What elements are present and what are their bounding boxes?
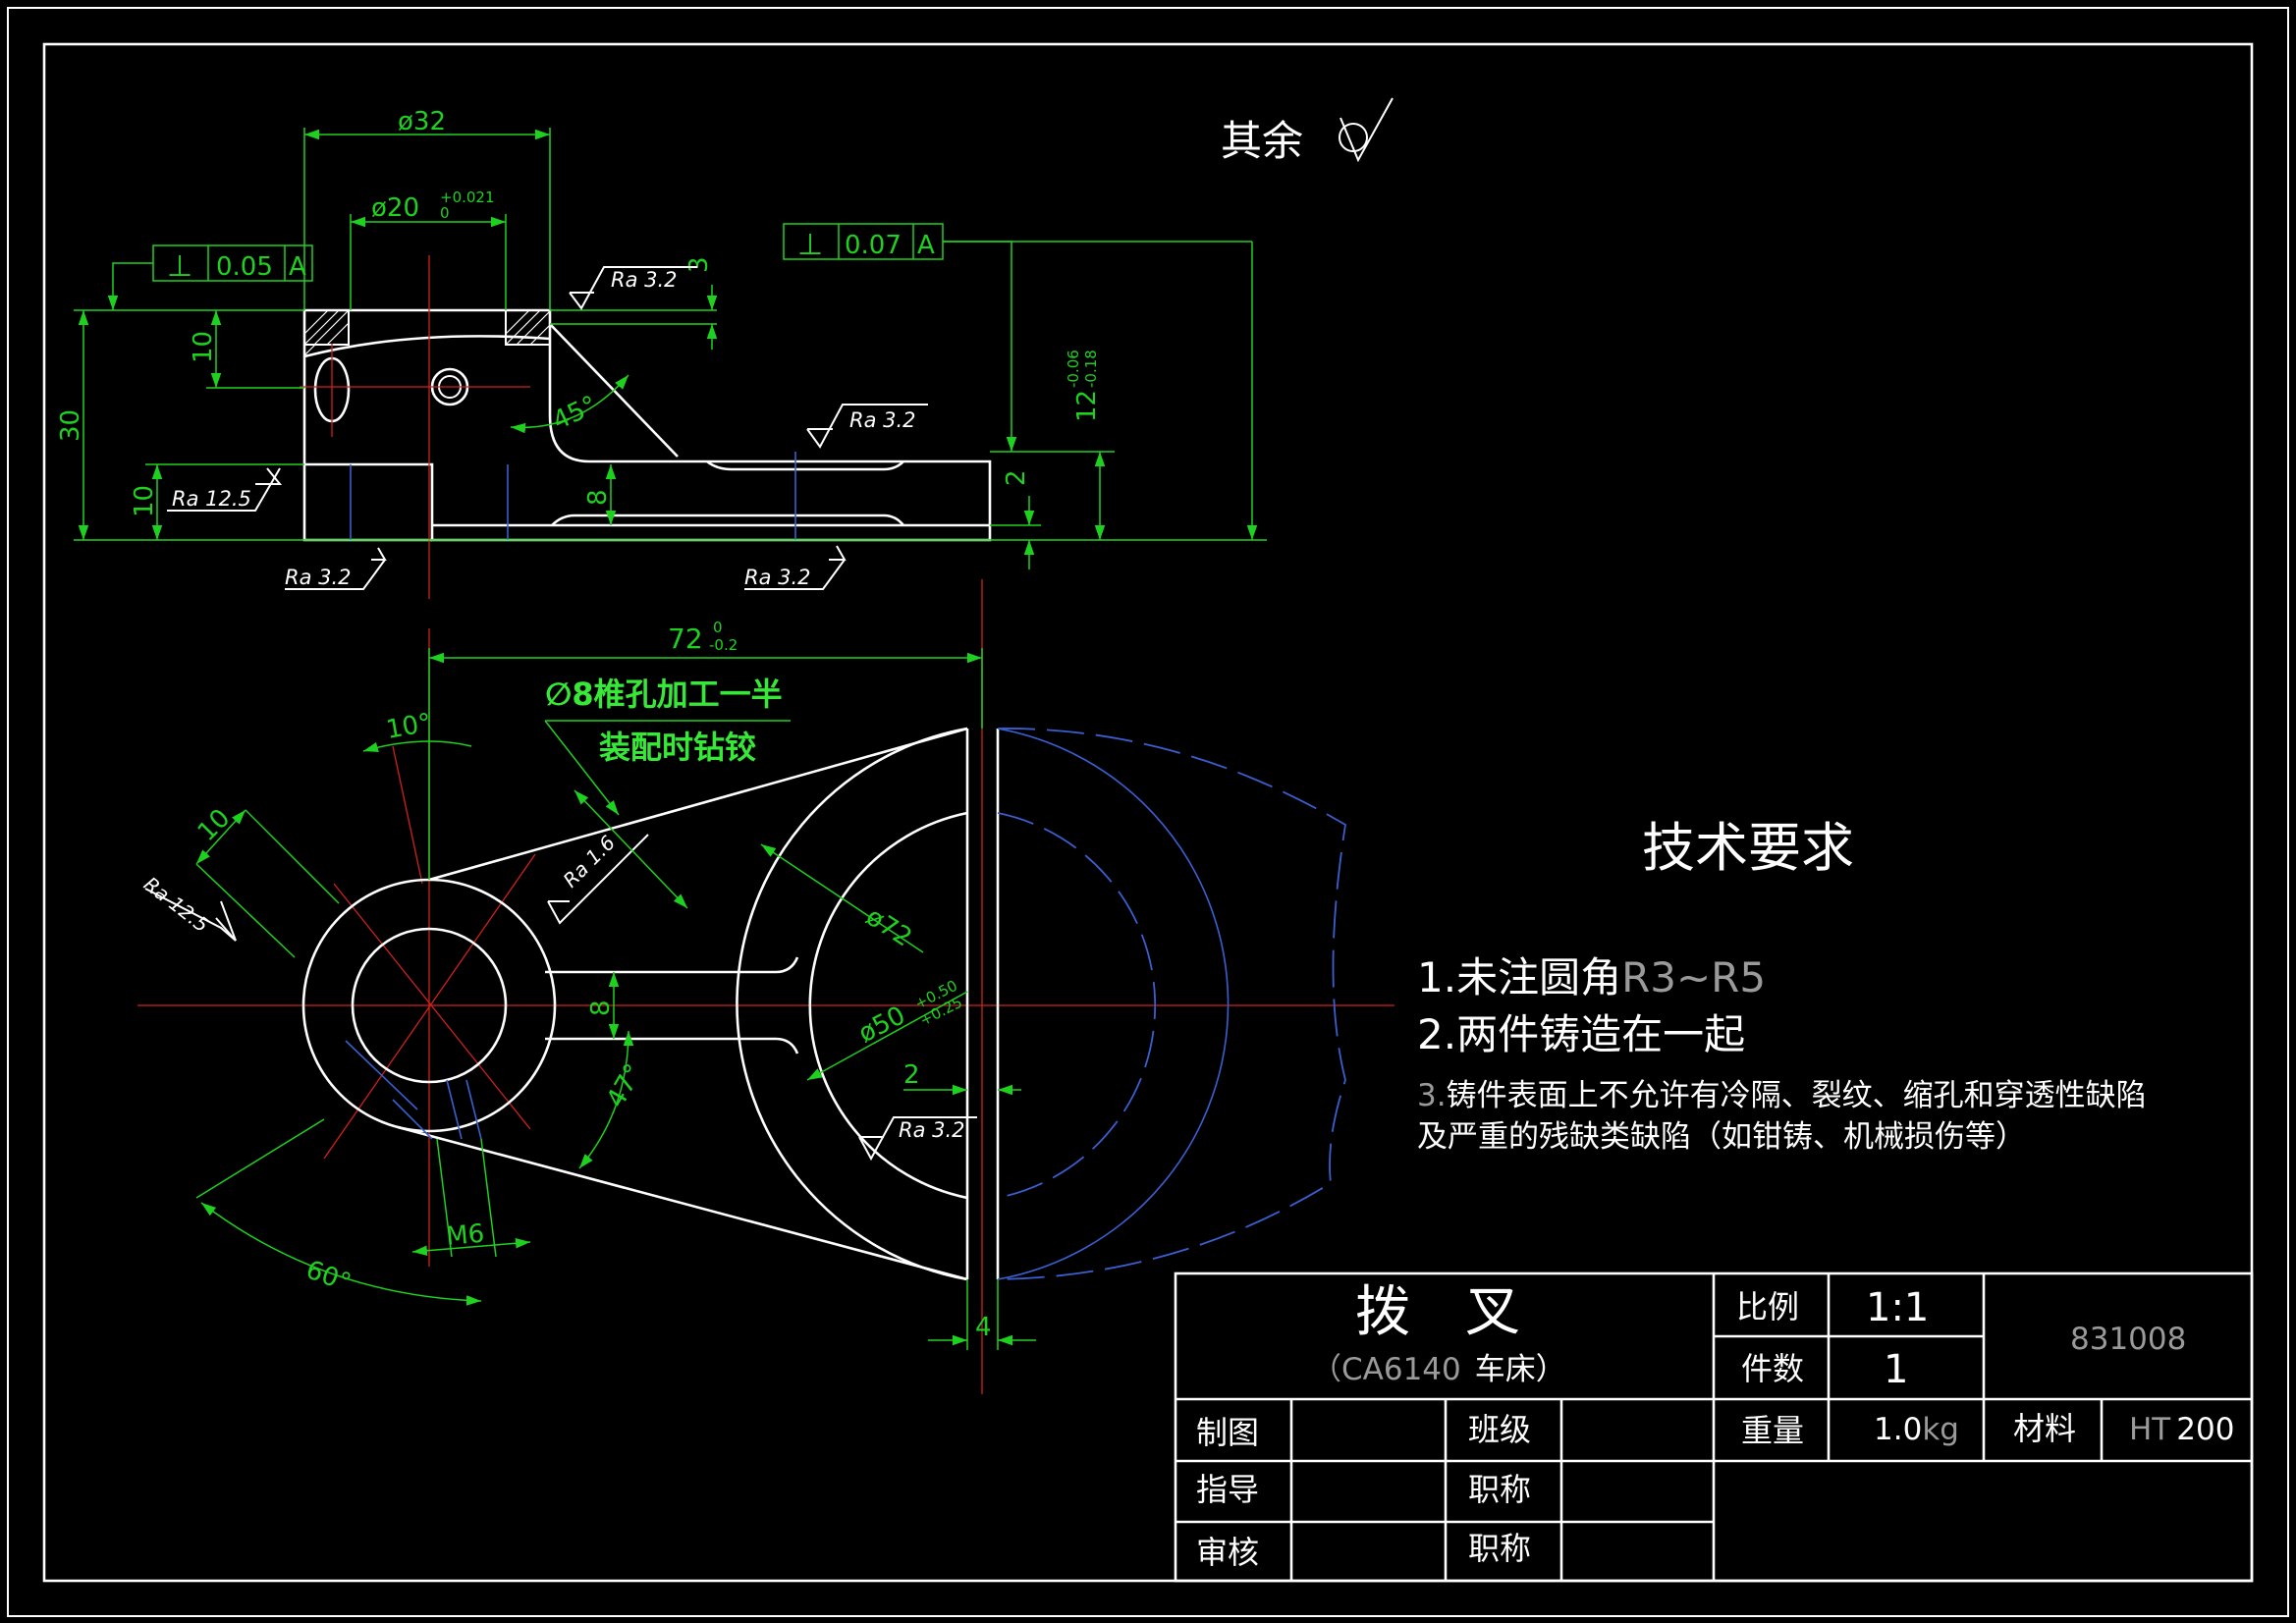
job-title-label-1: 职称 <box>1468 1471 1531 1508</box>
dim-len72-tol-lower: -0.2 <box>709 636 738 654</box>
material-prefix: HT <box>2129 1412 2171 1447</box>
top-view: ø32 ø20 +0.021 0 ⊥ 0.05 A ⊥ 0.07 A <box>56 107 1267 599</box>
material-label: 材料 <box>2013 1410 2076 1447</box>
surface-note: 其余 <box>1221 97 1394 165</box>
tech-requirements: 技术要求 1.未注圆角R3~R5 2.两件铸造在一起 3.铸件表面上不允许有冷隔… <box>1417 817 2147 1155</box>
dim-d10: 10 <box>192 803 237 847</box>
weight-num: 1.0 <box>1874 1412 1922 1447</box>
scale-label: 比例 <box>1736 1288 1799 1325</box>
tol-frame-2-symbol: ⊥ <box>797 228 823 262</box>
outer-border <box>7 7 2289 1617</box>
dim-h8: 8 <box>583 489 613 506</box>
roughness-front-3-label: Ra 3.2 <box>899 1118 965 1142</box>
weight-value: 1.0kg <box>1874 1412 1959 1447</box>
dim-h30: 30 <box>56 409 85 442</box>
roughness-top-3: Ra 12.5 <box>167 467 283 512</box>
dim-ang47: 47° <box>601 1059 649 1113</box>
roughness-front-1-label: Ra 12.5 <box>139 872 213 937</box>
dim-d72: ø72 <box>860 902 916 953</box>
dim-d20-tol-lower: 0 <box>440 204 450 222</box>
qty-label: 件数 <box>1741 1350 1804 1387</box>
tech-req-item3-line2: 及严重的残缺类缺陷（如钳铸、机械损伤等） <box>1417 1119 2026 1155</box>
dim-ang60: 60° <box>302 1255 355 1298</box>
roughness-top-4-label: Ra 3.2 <box>285 566 352 589</box>
dim-h12-tol-lower: -0.18 <box>1082 350 1100 388</box>
weight-label: 重量 <box>1741 1412 1804 1449</box>
dim-d20: ø20 <box>371 193 419 223</box>
roughness-top-2-label: Ra 3.2 <box>849 408 916 432</box>
tolerance-frame-1: ⊥ 0.05 A <box>107 244 313 310</box>
title-part-name: 拨 叉 <box>1355 1280 1520 1344</box>
guide-label: 指导 <box>1196 1471 1259 1508</box>
dim-d32: ø32 <box>398 107 446 136</box>
title-machine-open: （CA6140 <box>1311 1352 1461 1387</box>
roughness-top-2: Ra 3.2 <box>806 404 928 449</box>
tol-frame-1-datum: A <box>289 252 306 282</box>
tol-frame-2-value: 0.07 <box>845 231 902 260</box>
scale-value: 1:1 <box>1866 1285 1929 1330</box>
roughness-top-5: Ra 3.2 <box>744 545 847 590</box>
dim-ang10: 10° <box>384 708 434 745</box>
tech-req-item3-text: 铸件表面上不允许有冷隔、裂纹、缩孔和穿透性缺陷 <box>1447 1078 2147 1113</box>
review-label: 审核 <box>1196 1534 1259 1571</box>
tech-req-item1-prefix: 1.未注圆角 <box>1417 953 1621 1001</box>
title-machine-close: 车床） <box>1475 1352 1566 1387</box>
drawn-label: 制图 <box>1196 1414 1259 1451</box>
roughness-front-1: Ra 12.5 <box>139 872 237 942</box>
dim-h3: 3 <box>684 256 714 273</box>
tech-req-title: 技术要求 <box>1642 817 1854 879</box>
roughness-front-3: Ra 3.2 <box>858 1116 977 1162</box>
tol-frame-1-symbol: ⊥ <box>167 249 192 284</box>
front-note-line2: 装配时钻铰 <box>599 729 756 766</box>
dim-h10a: 10 <box>189 331 218 363</box>
dim-h12: 12 <box>1072 390 1102 422</box>
dim-w2: 2 <box>903 1060 920 1090</box>
dim-m6: M6 <box>445 1219 485 1252</box>
title-block: 拨 叉 （CA6140 车床） 比例 1:1 件数 1 831008 重量 1.0… <box>1174 1271 2254 1583</box>
dim-h2: 2 <box>1002 469 1031 486</box>
top-view-hatch <box>303 309 551 356</box>
inner-border <box>42 42 2254 1583</box>
weight-unit: kg <box>1922 1412 1959 1447</box>
title-machine: （CA6140 车床） <box>1311 1352 1566 1387</box>
dim-h10b: 10 <box>130 485 159 517</box>
roughness-top-1: Ra 3.2 <box>569 266 697 310</box>
dim-len72: 72 <box>668 622 703 655</box>
roughness-top-4: Ra 3.2 <box>285 547 387 590</box>
roughness-front-2: Ra 1.6 <box>547 831 649 925</box>
tech-req-item3-line1: 3.铸件表面上不允许有冷隔、裂纹、缩孔和穿透性缺陷 <box>1417 1078 2147 1113</box>
surface-note-label: 其余 <box>1221 117 1303 165</box>
material-num: 200 <box>2176 1412 2234 1447</box>
roughness-top-5-label: Ra 3.2 <box>744 566 811 589</box>
tol-frame-2-datum: A <box>917 231 935 260</box>
roughness-top-1-label: Ra 3.2 <box>611 268 678 292</box>
tech-req-item1: 1.未注圆角R3~R5 <box>1417 953 1766 1001</box>
class-label: 班级 <box>1468 1411 1531 1448</box>
drawing-number: 831008 <box>2070 1322 2186 1357</box>
dim-d20-tol-upper: +0.021 <box>440 189 495 206</box>
tech-req-item2: 2.两件铸造在一起 <box>1417 1010 1745 1058</box>
job-title-label-2: 职称 <box>1468 1530 1531 1567</box>
dim-h12-tol-upper: -0.06 <box>1065 350 1082 388</box>
tech-req-item1-suffix: R3~R5 <box>1621 953 1766 1001</box>
dim-w8: 8 <box>586 1000 616 1016</box>
tech-req-item3-num: 3. <box>1417 1078 1447 1113</box>
dim-len72-tol-upper: 0 <box>713 619 723 636</box>
dim-ang45: 45° <box>548 391 601 437</box>
front-view: 72 0 -0.2 10° 10 Ra 12.5 Ra 1.6 ∅8椎孔加工一半… <box>137 579 1394 1394</box>
tol-frame-1-value: 0.05 <box>216 252 273 282</box>
dim-w4: 4 <box>975 1313 992 1342</box>
front-note-line1: ∅8椎孔加工一半 <box>545 676 783 713</box>
dim-d50: ø50 <box>854 1001 910 1049</box>
roughness-top-3-label: Ra 12.5 <box>172 487 251 511</box>
qty-value: 1 <box>1884 1347 1908 1392</box>
